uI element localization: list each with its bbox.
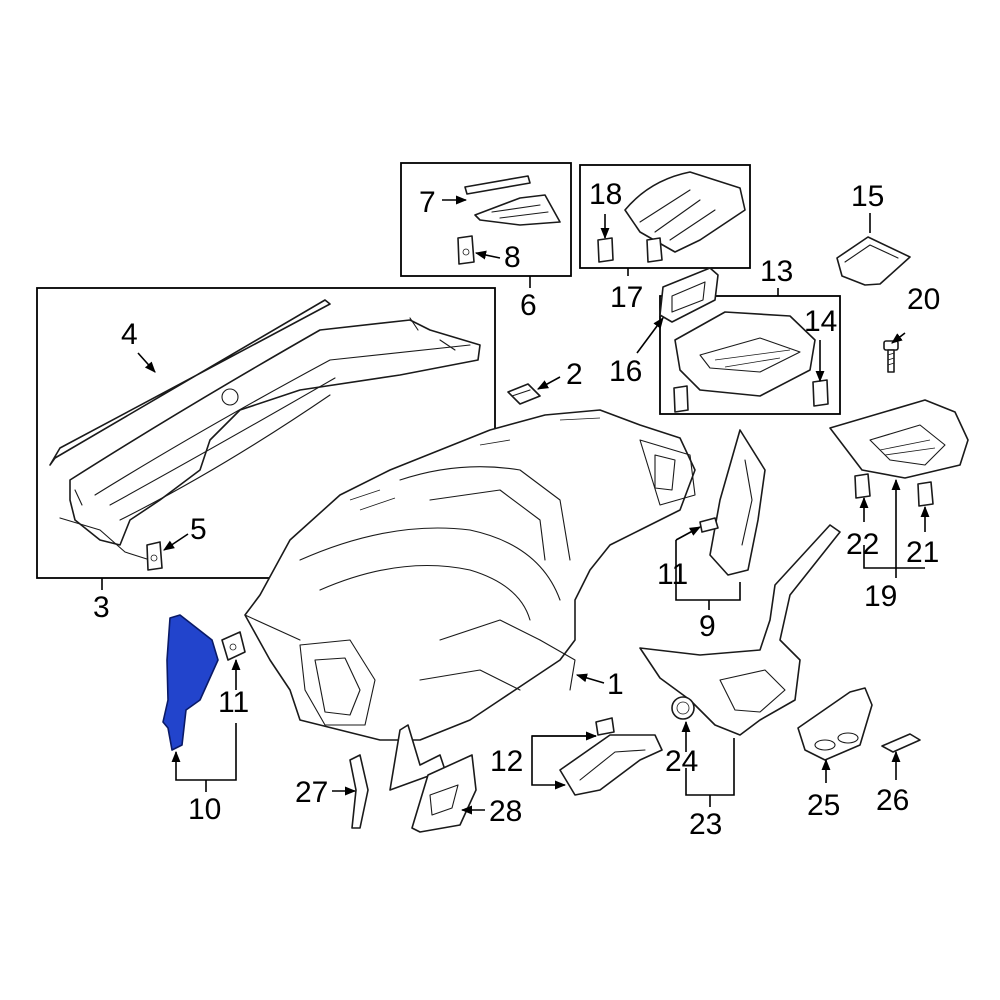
callout-4: 4: [121, 318, 138, 351]
callout-5: 5: [190, 513, 207, 546]
bracket-19: [829, 399, 969, 479]
callout-22: 22: [846, 528, 879, 561]
glove-box-13: [674, 311, 816, 397]
callout-16: 16: [609, 355, 642, 388]
end-panel-10-highlighted: [162, 614, 219, 751]
cover-28: [411, 754, 477, 833]
group-box-17: [579, 164, 751, 269]
console-trim-23: [639, 524, 841, 736]
knob-26: [881, 733, 921, 753]
callout-13: 13: [760, 255, 793, 288]
callout-11-right: 11: [657, 558, 688, 591]
callout-10: 10: [188, 793, 221, 826]
callout-12: 12: [490, 745, 523, 778]
plug-24: [671, 696, 695, 720]
callout-6: 6: [520, 289, 537, 322]
bracket-12: [559, 734, 663, 796]
callout-2: 2: [566, 358, 583, 391]
clip-5: [146, 541, 163, 571]
clip-11-left: [221, 631, 246, 661]
clip-22: [854, 473, 871, 499]
bezel-25: [797, 687, 873, 761]
clip-14: [812, 379, 829, 407]
clip-18b: [646, 237, 663, 263]
cover-17: [624, 171, 746, 253]
instrument-panel-1: [244, 409, 696, 741]
callout-28: 28: [489, 795, 522, 828]
bezel-16: [659, 267, 719, 323]
callout-20: 20: [907, 283, 940, 316]
clip-21: [917, 481, 934, 507]
callout-3: 3: [93, 591, 110, 624]
clip-8: [457, 235, 475, 265]
callout-23: 23: [689, 808, 722, 841]
callout-27: 27: [295, 776, 328, 809]
callout-17: 17: [610, 281, 643, 314]
callout-11-left: 11: [218, 686, 249, 719]
clip-18a: [597, 237, 614, 263]
callout-1: 1: [607, 668, 624, 701]
bolt-20: [883, 340, 899, 373]
callout-14: 14: [804, 305, 837, 338]
clip-12: [595, 717, 615, 736]
callout-19: 19: [864, 580, 897, 613]
callout-8: 8: [504, 241, 521, 274]
clip-11-right: [699, 517, 719, 533]
callout-25: 25: [807, 789, 840, 822]
group-box-6: [400, 162, 572, 277]
clip-13: [673, 385, 689, 413]
callout-7: 7: [419, 186, 436, 219]
callout-26: 26: [876, 784, 909, 817]
group-box-13: [659, 295, 841, 415]
callout-9: 9: [699, 610, 716, 643]
cap-15: [836, 236, 911, 286]
trim-strip-7: [464, 175, 561, 226]
callout-15: 15: [851, 180, 884, 213]
callout-24: 24: [665, 745, 698, 778]
callout-18: 18: [589, 178, 622, 211]
callout-21: 21: [906, 536, 939, 569]
side-panel-9: [709, 429, 766, 576]
bracket-2: [507, 383, 541, 405]
dash-top-pad: [49, 299, 481, 561]
